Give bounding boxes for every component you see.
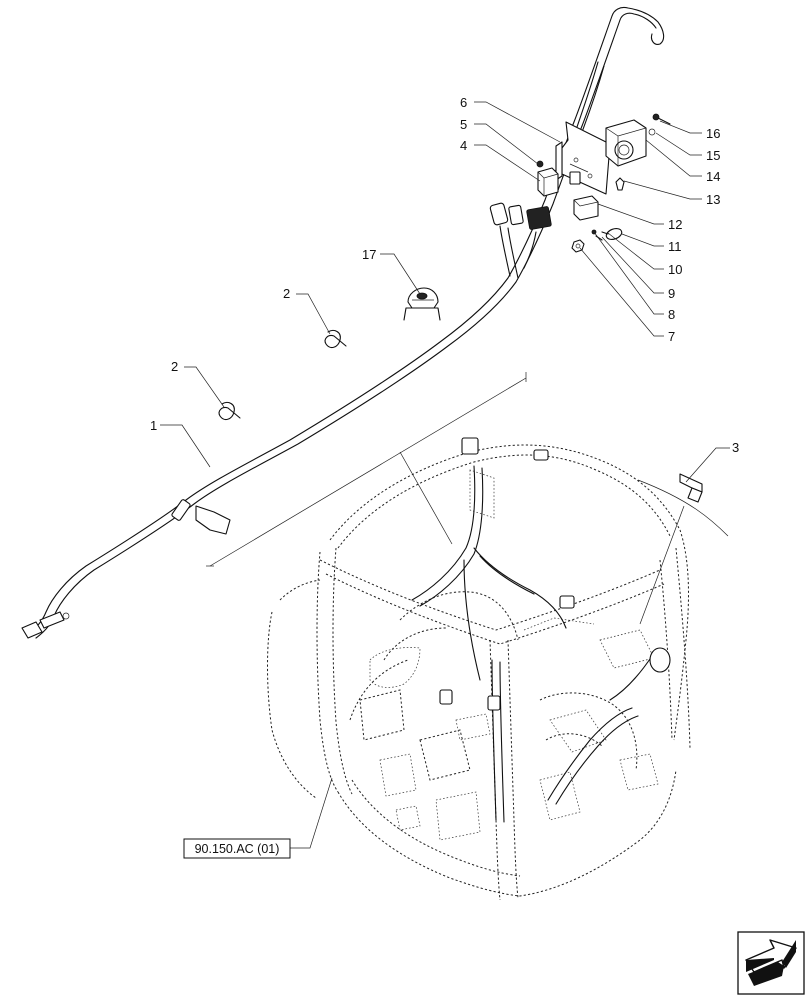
next-page-arrow-icon[interactable] <box>737 931 805 995</box>
callout-3: 3 <box>732 440 739 455</box>
callout-2-upper: 2 <box>283 286 290 301</box>
callout-5: 5 <box>460 117 467 132</box>
leader-lines <box>160 101 730 849</box>
cable-tie-clip-upper <box>324 329 347 349</box>
callout-13: 13 <box>706 192 720 207</box>
callout-7: 7 <box>668 329 675 344</box>
callout-17: 17 <box>362 247 376 262</box>
callout-labels: 1 2 2 3 4 5 6 7 8 9 10 11 12 13 14 15 16… <box>150 95 739 455</box>
callout-8: 8 <box>668 307 675 322</box>
reference-box[interactable]: 90.150.AC (01) <box>183 838 291 859</box>
callout-16: 16 <box>706 126 720 141</box>
cab-frame <box>267 437 691 901</box>
callout-1: 1 <box>150 418 157 433</box>
callout-9: 9 <box>668 286 675 301</box>
cable-tie-clip-lower <box>218 401 241 421</box>
reference-label: 90.150.AC (01) <box>195 842 280 856</box>
wiring-harness <box>21 6 665 639</box>
callout-11: 11 <box>668 239 682 254</box>
callout-15: 15 <box>706 148 720 163</box>
bracket-plate <box>679 473 703 503</box>
callout-14: 14 <box>706 169 720 184</box>
harness-clip <box>403 287 441 321</box>
callout-2-lower: 2 <box>171 359 178 374</box>
mounting-plate-assembly <box>536 113 671 253</box>
callout-4: 4 <box>460 138 467 153</box>
callout-10: 10 <box>668 262 682 277</box>
callout-6: 6 <box>460 95 467 110</box>
callout-12: 12 <box>668 217 682 232</box>
